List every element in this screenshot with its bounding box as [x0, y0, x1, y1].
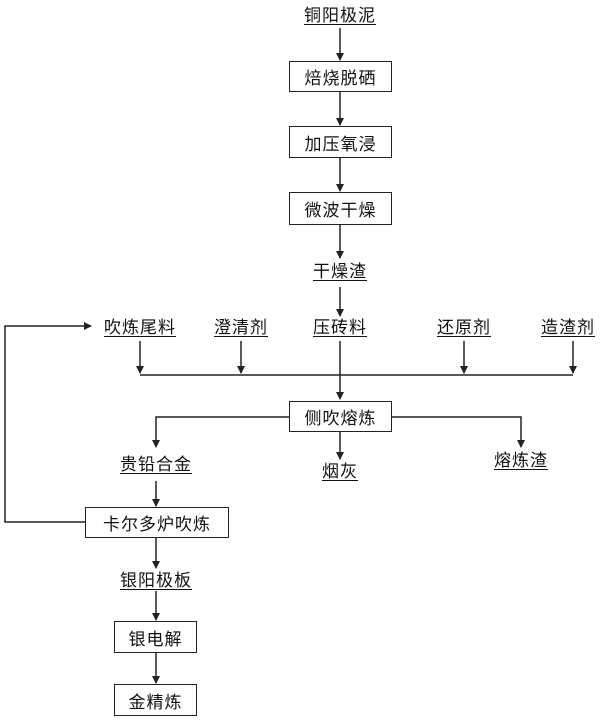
slag-former-label: 造渣剂 [541, 318, 595, 338]
arrow-to-smelting-slag [391, 416, 525, 448]
recycle-loop-arrow [4, 322, 92, 523]
clarifier-label: 澄清剂 [214, 318, 268, 338]
pressure-leach-box: 加压氧浸 [289, 126, 392, 158]
roasting-box: 焙烧脱硒 [289, 61, 392, 92]
blow-tail-label: 吹炼尾料 [104, 318, 176, 338]
microwave-dry-box: 微波干燥 [289, 192, 392, 225]
precious-lead-alloy-label: 贵铅合金 [120, 455, 192, 475]
silver-electrolysis-box: 银电解 [114, 621, 197, 653]
silver-anode-label: 银阳极板 [120, 571, 192, 591]
kaldo-converter-box: 卡尔多炉吹炼 [85, 507, 229, 538]
gold-refining-box: 金精炼 [114, 684, 197, 716]
side-blow-smelting-box: 侧吹熔炼 [289, 401, 392, 432]
smelting-slag-label: 熔炼渣 [494, 451, 548, 471]
dry-residue-label: 干燥渣 [313, 262, 367, 282]
copper-anode-slime-label: 铜阳极泥 [304, 6, 376, 26]
reducer-label: 还原剂 [437, 318, 491, 338]
flue-dust-label: 烟灰 [322, 462, 358, 482]
briquette-label: 压砖料 [313, 318, 367, 338]
arrow-to-precious-lead [152, 416, 289, 448]
